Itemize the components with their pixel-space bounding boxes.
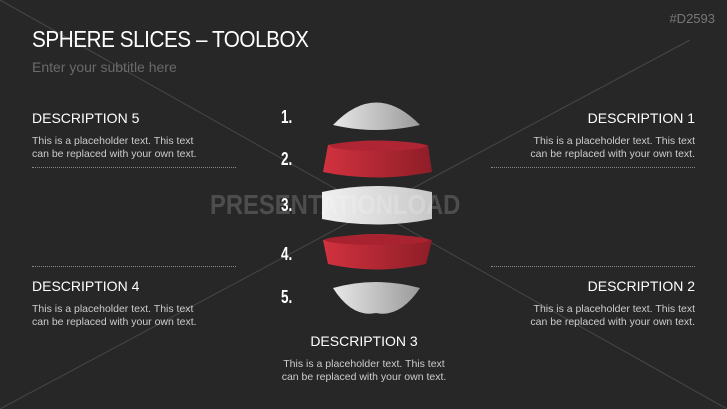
- description-5: DESCRIPTION 5 This is a placeholder text…: [32, 110, 236, 168]
- description-title: DESCRIPTION 1: [587, 110, 695, 126]
- number-5: 5.: [281, 287, 293, 307]
- description-title: DESCRIPTION 5: [32, 110, 140, 126]
- description-2: DESCRIPTION 2 This is a placeholder text…: [491, 266, 695, 329]
- divider: [491, 167, 695, 168]
- number-2: 2.: [281, 149, 293, 169]
- divider: [491, 266, 695, 267]
- description-title: DESCRIPTION 2: [587, 278, 695, 294]
- number-1: 1.: [281, 107, 293, 127]
- divider: [32, 167, 236, 168]
- description-1: DESCRIPTION 1 This is a placeholder text…: [491, 110, 695, 168]
- number-4: 4.: [281, 244, 293, 264]
- divider: [32, 266, 236, 267]
- description-title: DESCRIPTION 3: [310, 333, 418, 349]
- number-3: 3.: [281, 195, 293, 215]
- slice-5-bowl: [333, 282, 420, 314]
- slide-code: #D2593: [669, 11, 715, 26]
- watermark-text: PRESENTATIONLOAD: [210, 189, 461, 220]
- description-4: DESCRIPTION 4 This is a placeholder text…: [32, 266, 236, 329]
- slice-3-disc: [322, 186, 432, 225]
- page-title: SPHERE SLICES – TOOLBOX: [32, 26, 309, 52]
- slice-1-cap: [333, 102, 420, 130]
- description-3: DESCRIPTION 3 This is a placeholder text…: [263, 333, 465, 384]
- subtitle[interactable]: Enter your subtitle here: [32, 59, 177, 75]
- description-title: DESCRIPTION 4: [32, 278, 140, 294]
